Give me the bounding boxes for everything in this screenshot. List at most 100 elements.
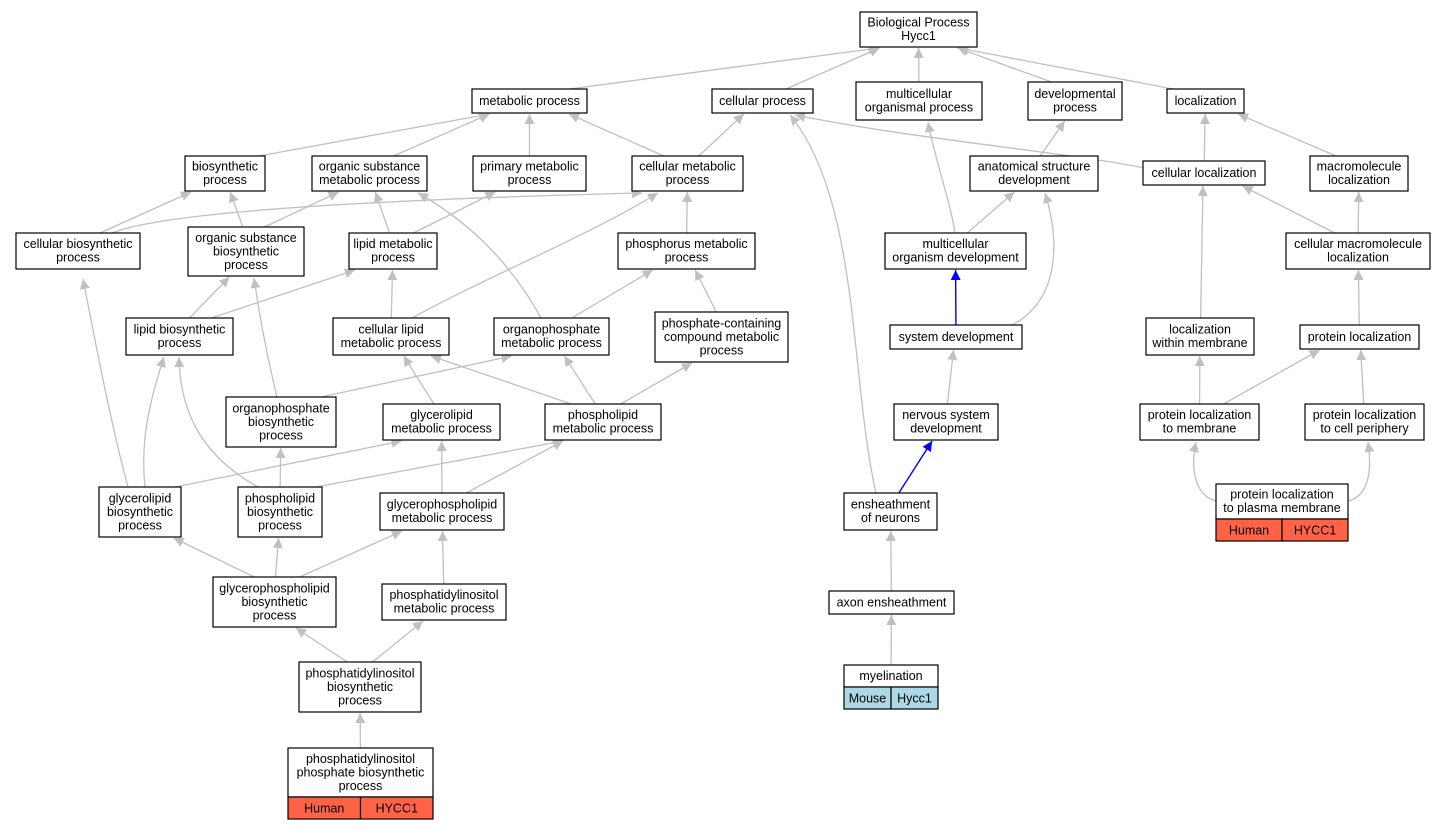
node-label: developmental xyxy=(1034,87,1115,101)
node-label: process xyxy=(258,518,302,532)
edge-glyc_bios-to-cell_bios xyxy=(80,278,129,488)
node-label: protein localization xyxy=(1148,408,1252,422)
edge-prot_loc_memb-to-prot_loc xyxy=(1223,349,1320,405)
node-label: organophosphate xyxy=(503,323,600,337)
edge-sys_dev-to-anat_dev xyxy=(1011,192,1055,326)
node-label: biosynthetic xyxy=(213,244,279,258)
node-box xyxy=(1139,403,1260,441)
node-localization[interactable]: localization xyxy=(1166,88,1245,114)
node-label: glycerophospholipid xyxy=(219,581,330,595)
node-label: protein localization xyxy=(1308,330,1412,344)
node-label: multicellular xyxy=(886,87,952,101)
edge-anat_dev-to-developmental xyxy=(1039,120,1066,157)
node-label: lipid biosynthetic xyxy=(134,323,226,337)
node-label: metabolic process xyxy=(394,602,495,616)
edge-multi_dev-to-multicellular_org xyxy=(924,121,956,234)
annotation-gene-label: HYCC1 xyxy=(1294,524,1336,538)
node-sys-dev[interactable]: system development xyxy=(889,324,1023,350)
edge-orgphos_met-to-phos_met xyxy=(571,269,654,319)
node-label: process xyxy=(56,251,100,265)
node-cellular[interactable]: cellular process xyxy=(711,88,814,114)
node-label: process xyxy=(224,258,268,272)
node-axon-enshe[interactable]: axon ensheathment xyxy=(828,590,955,615)
node-label: process xyxy=(1053,101,1097,115)
node-label: process xyxy=(508,173,552,187)
node-box xyxy=(1027,81,1123,121)
edge-multi_dev-to-anat_dev xyxy=(966,191,1015,234)
edge-glyc_bios-to-lipid_bios xyxy=(143,356,166,488)
node-box xyxy=(828,590,955,615)
edge-prot_loc_pm-to-prot_loc_memb xyxy=(1189,441,1223,503)
node-label: process xyxy=(700,343,744,357)
node-label: metabolic process xyxy=(479,94,580,108)
node-box xyxy=(472,155,587,192)
node-label: phosphatidylinositol xyxy=(306,752,415,766)
node-prot-loc[interactable]: protein localization xyxy=(1299,324,1420,350)
node-box xyxy=(1166,88,1245,114)
edge-lipid_met-to-primary_met xyxy=(413,191,496,234)
node-label: phosphatidylinositol xyxy=(305,666,414,680)
node-label: organic substance xyxy=(319,160,421,174)
node-label: localization xyxy=(1327,251,1389,265)
node-label: process xyxy=(259,428,303,442)
edge-cell_bios-to-cell_met xyxy=(111,188,643,234)
node-box xyxy=(348,232,438,270)
node-box xyxy=(855,81,983,121)
edge-macro_loc-to-localization xyxy=(1237,113,1337,157)
edge-enshe_neur-to-cellular xyxy=(789,114,877,494)
node-metabolic[interactable]: metabolic process xyxy=(471,88,588,114)
node-box xyxy=(1142,160,1266,186)
node-label: localization xyxy=(1169,323,1231,337)
node-cell-loc[interactable]: cellular localization xyxy=(1142,160,1266,186)
node-label: macromolecule xyxy=(1317,160,1402,174)
edge-layer xyxy=(80,44,1375,749)
edge-prot_loc-to-cell_macro_loc xyxy=(1353,269,1364,326)
node-label: compound metabolic xyxy=(664,330,779,344)
node-box xyxy=(184,155,266,192)
node-label: process xyxy=(338,693,382,707)
edge-pi_met-to-gphlip_met xyxy=(437,530,448,585)
edge-org_sub_bios-to-biosynthetic xyxy=(228,191,244,228)
node-box xyxy=(1304,403,1425,441)
node-label: cellular localization xyxy=(1152,166,1257,180)
edge-cell_met-to-cellular xyxy=(698,113,745,157)
node-box xyxy=(382,403,501,441)
